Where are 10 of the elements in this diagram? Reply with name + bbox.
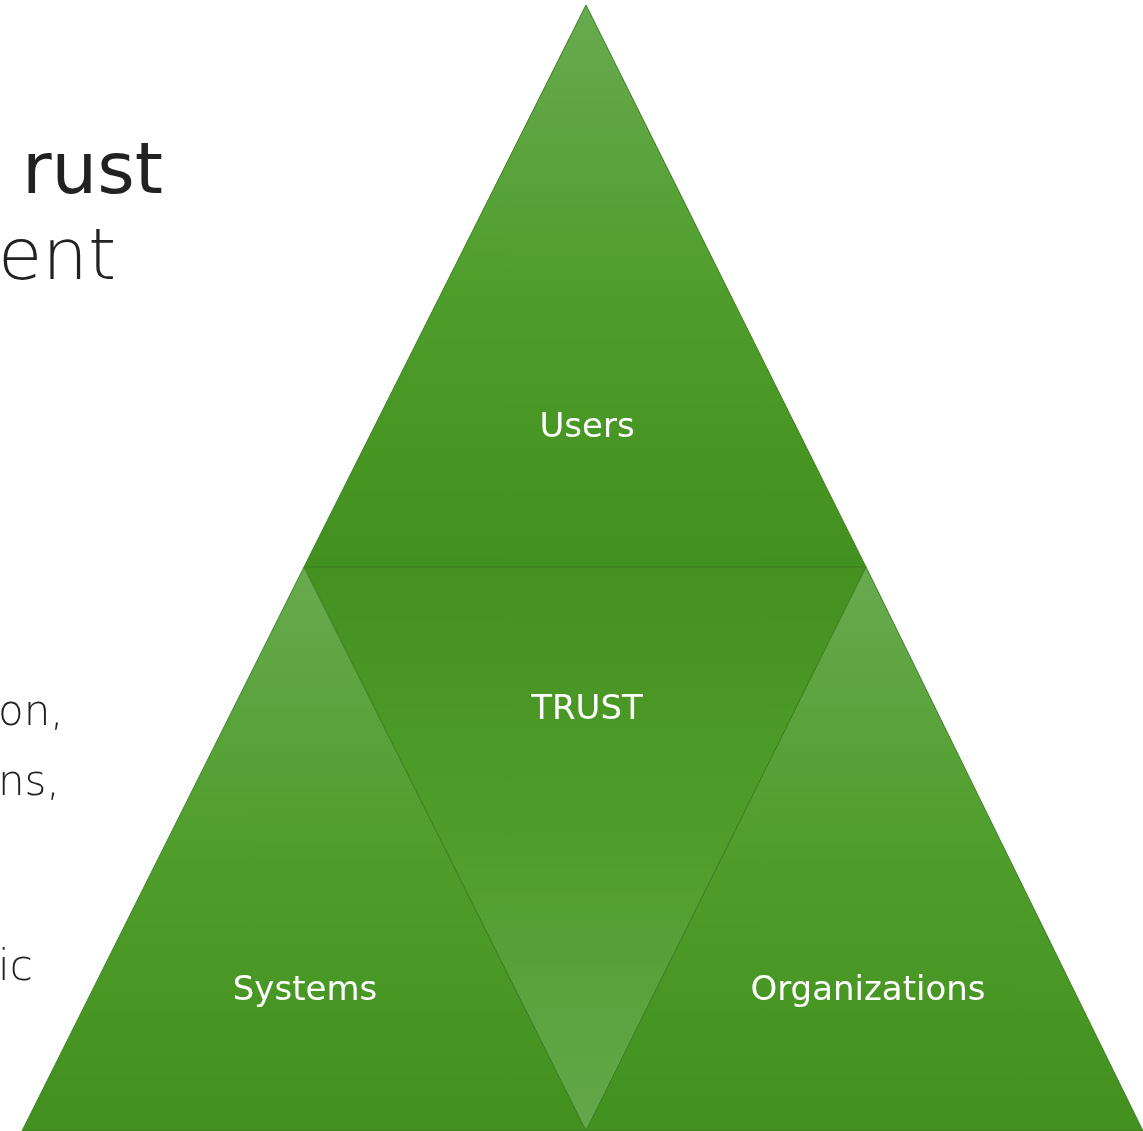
slide-text: ic <box>0 945 33 987</box>
triangle-segment <box>304 5 866 567</box>
slide-text: on, <box>0 690 64 732</box>
segment-label: TRUST <box>531 687 643 727</box>
slide-text: ent <box>0 218 117 290</box>
slide-text: ns, <box>0 760 60 802</box>
slide-text: rust <box>22 132 163 204</box>
segment-label: Users <box>539 405 635 445</box>
segment-label: Organizations <box>750 968 986 1008</box>
segment-label: Systems <box>232 968 378 1008</box>
